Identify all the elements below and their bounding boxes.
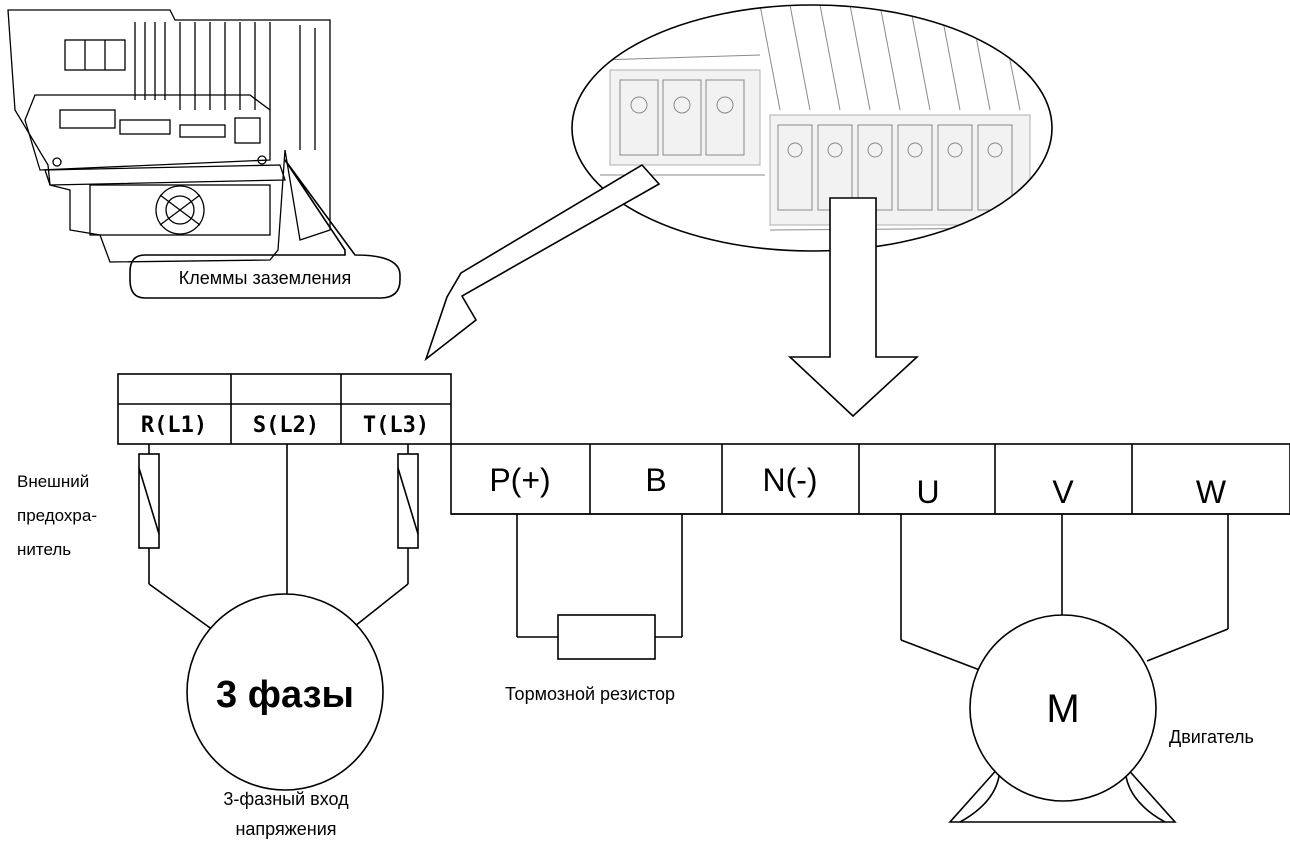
arrow-to-output-terminals [787, 197, 920, 418]
supply-wires [148, 444, 409, 631]
inverter-drawing [7, 9, 331, 263]
three-phase-label: 3 фазы [216, 674, 354, 716]
terminal-s-l2: S(L2) [253, 413, 319, 438]
motor-symbol: M [1046, 687, 1079, 731]
terminal-w: W [1196, 474, 1227, 510]
external-fuse-t [397, 444, 419, 584]
lower-terminal-block [769, 114, 1031, 226]
upper-terminal-block [609, 69, 761, 166]
terminal-u: U [916, 474, 939, 510]
motor-label: Двигатель [1169, 727, 1254, 747]
input-voltage-label-2: напряжения [235, 819, 336, 839]
zoom-ellipse [571, 4, 1053, 252]
output-terminal-block: P(+) B N(-) U V W [450, 443, 1290, 515]
three-phase-source: 3 фазы [186, 593, 384, 791]
terminal-b: B [645, 462, 666, 498]
brake-resistor [516, 514, 683, 660]
terminal-r-l1: R(L1) [141, 413, 207, 438]
external-fuse-label-1: Внешний [17, 472, 89, 491]
motor: M [948, 614, 1177, 823]
ground-terminals-label: Клеммы заземления [179, 268, 351, 288]
terminal-v: V [1052, 474, 1074, 510]
motor-wiring [900, 514, 1229, 673]
external-fuse-label-2: предохра- [17, 506, 97, 525]
arrow-to-input-terminals [424, 163, 661, 362]
terminal-t-l3: T(L3) [363, 413, 429, 438]
ground-callout: Клеммы заземления [129, 159, 401, 299]
input-terminal-block: R(L1) S(L2) T(L3) [117, 373, 452, 445]
brake-resistor-label: Тормозной резистор [505, 684, 675, 704]
terminal-p-plus: P(+) [489, 462, 550, 498]
terminal-n-minus: N(-) [762, 462, 817, 498]
external-fuse-label-3: нитель [17, 540, 71, 559]
external-fuse-r [138, 444, 160, 584]
input-voltage-label-1: 3-фазный вход [223, 789, 349, 809]
